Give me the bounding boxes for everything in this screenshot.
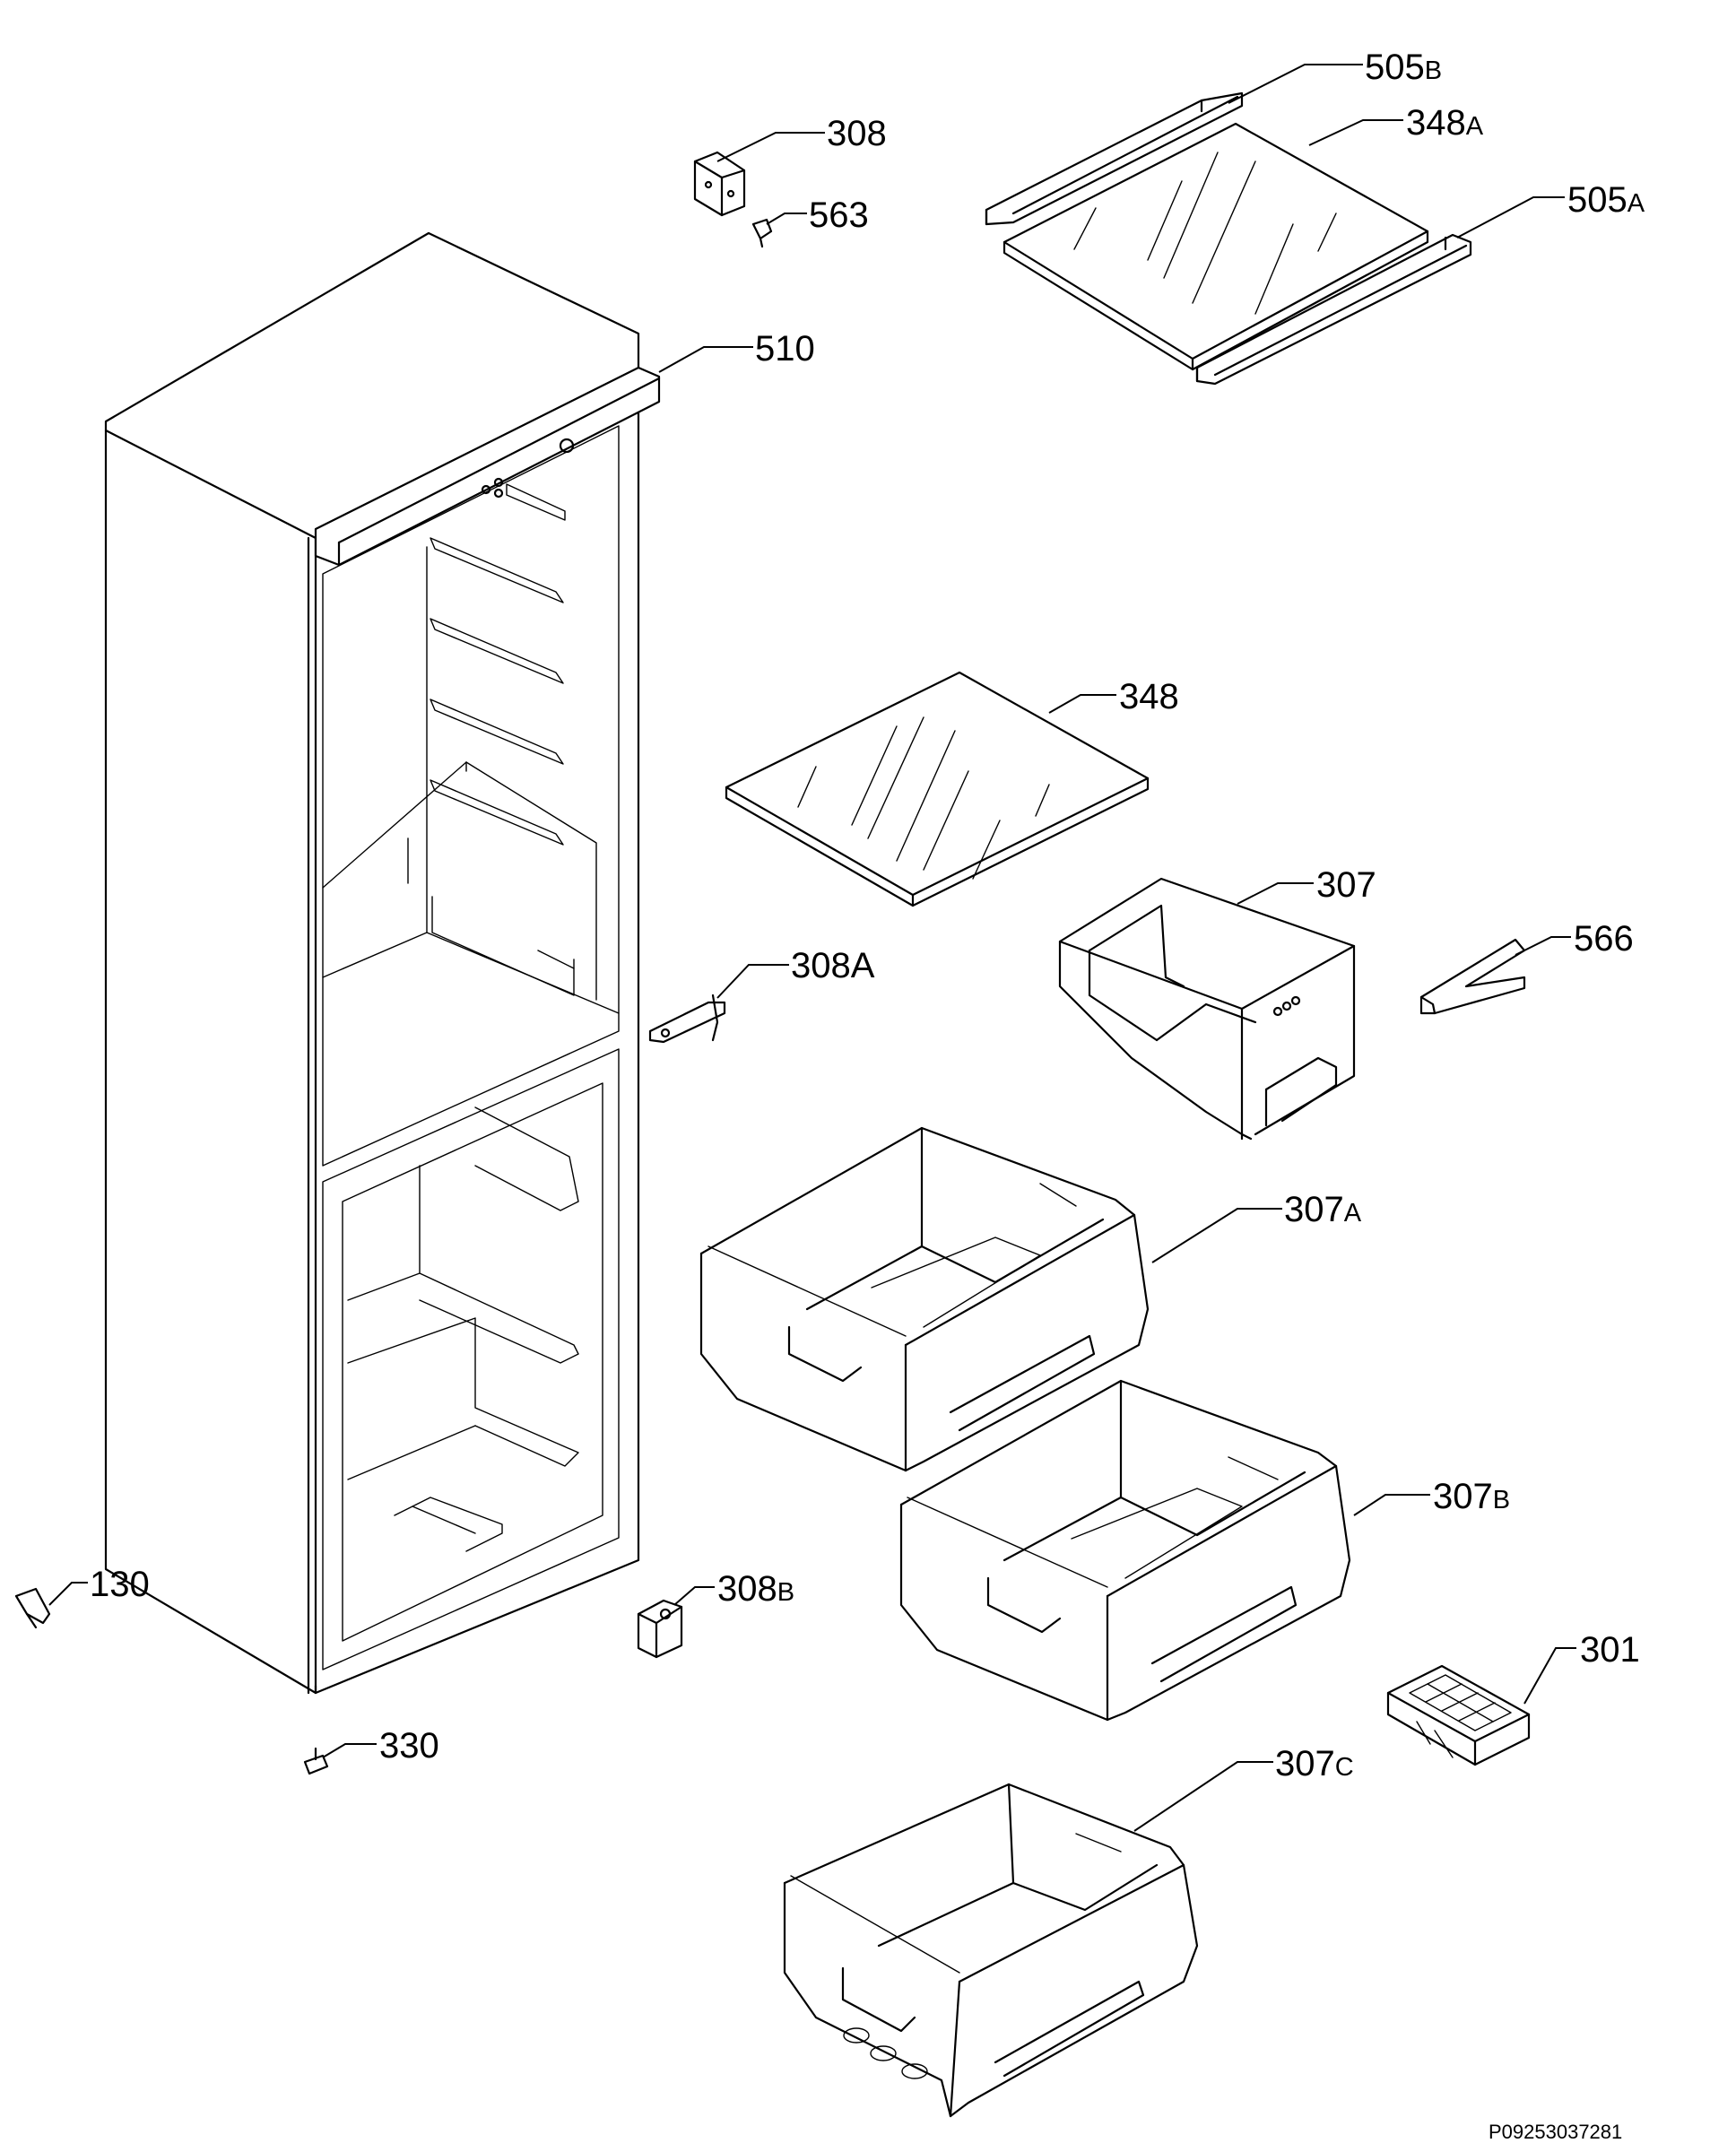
door-handle-part (14, 1587, 51, 1629)
callout-566: 566 (1574, 919, 1634, 959)
callout-308: 308 (827, 114, 887, 153)
callout-307: 307 (1316, 865, 1376, 905)
callout-307b: 307B (1433, 1477, 1510, 1516)
freezer-drawer-c (783, 1783, 1199, 2118)
ice-cube-tray (1386, 1664, 1531, 1766)
glass-shelf-with-trims (985, 91, 1472, 386)
callout-348: 348 (1119, 677, 1179, 716)
leader-lines (48, 64, 1576, 1832)
callout-308a: 308A (791, 946, 875, 985)
callout-330: 330 (379, 1726, 439, 1766)
top-hinge-bracket (693, 151, 746, 217)
glass-shelf (725, 671, 1150, 907)
callout-505b: 505B (1365, 48, 1442, 87)
callout-301: 301 (1580, 1630, 1640, 1670)
freezer-drawer-b (899, 1379, 1351, 1722)
bottom-hinge (637, 1599, 683, 1659)
callout-348a: 348A (1406, 103, 1484, 143)
flap-part (1419, 938, 1526, 1015)
hinge-pin (751, 218, 773, 248)
middle-hinge (648, 994, 726, 1044)
callout-labels: 505B 348A 505A 308 563 510 348 307 566 3… (90, 48, 1645, 1783)
callout-130: 130 (90, 1565, 150, 1604)
callout-307c: 307C (1275, 1744, 1354, 1783)
adjustable-foot (303, 1747, 329, 1775)
crisper-drawer (1058, 877, 1356, 1141)
freezer-drawer-a (699, 1126, 1150, 1472)
callout-510: 510 (755, 329, 815, 369)
callout-308b: 308B (717, 1569, 794, 1609)
drawing-code: P09253037281 (1489, 2121, 1622, 2143)
callout-505a: 505A (1567, 180, 1645, 220)
callout-307a: 307A (1284, 1190, 1362, 1229)
control-panel (314, 366, 661, 567)
callout-563: 563 (809, 195, 869, 235)
